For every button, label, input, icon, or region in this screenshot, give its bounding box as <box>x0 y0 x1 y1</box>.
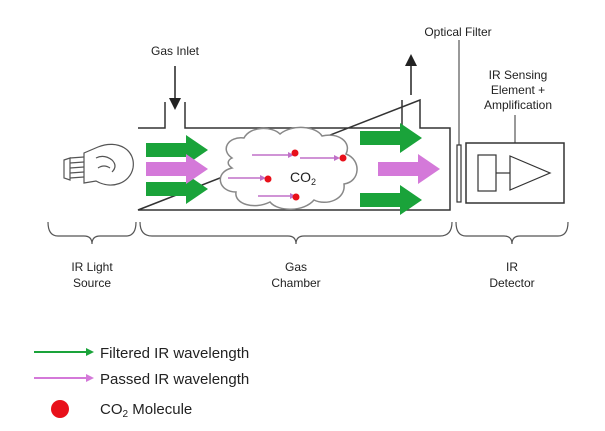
source-brace <box>47 221 137 245</box>
legend-passed-label: Passed IR wavelength <box>100 371 250 388</box>
chamber-label-1: Gas <box>285 260 307 274</box>
detector-brace <box>455 221 569 245</box>
filtered-ir-arrow <box>146 135 208 165</box>
optical-filter-label: Optical Filter <box>424 25 491 39</box>
legend-filtered-label: Filtered IR wavelength <box>100 345 250 362</box>
legend-passed-symbol <box>34 374 94 382</box>
legend-molecule-label: CO2 Molecule <box>100 401 193 420</box>
filtered-ir-arrows <box>146 123 422 215</box>
detector-label-1: IR <box>506 260 518 274</box>
legend-molecule-symbol <box>51 400 69 418</box>
co2-cloud-label: CO2 <box>290 169 316 187</box>
co2-molecules <box>264 149 347 201</box>
ir-sensing-label-1: IR Sensing <box>489 68 548 82</box>
amplifier-icon <box>509 155 552 191</box>
optical-filter <box>456 144 462 203</box>
ir-sensing-label-2: Element + <box>491 83 545 97</box>
co2-molecule <box>292 193 300 201</box>
passed-ir-arrow <box>378 154 440 184</box>
section-braces <box>47 221 569 245</box>
co2-molecule <box>264 175 272 183</box>
passed-ir-arrows <box>146 154 440 184</box>
filtered-ir-arrow <box>360 185 422 215</box>
molecule-interactions <box>228 152 340 199</box>
light-bulb-icon <box>63 143 134 186</box>
detector-label-2: Detector <box>489 276 534 290</box>
gas-cloud <box>219 126 358 210</box>
co2-molecule <box>291 149 299 157</box>
passed-ir-arrow <box>146 154 208 184</box>
source-label-2: Source <box>73 276 111 290</box>
chamber-label-2: Chamber <box>271 276 320 290</box>
filtered-ir-arrow <box>360 123 422 153</box>
filtered-ir-arrow <box>146 174 208 204</box>
legend-filtered-symbol <box>34 348 94 356</box>
sensing-element <box>477 154 497 192</box>
gas-inlet-label: Gas Inlet <box>151 44 200 58</box>
source-label-1: IR Light <box>71 260 113 274</box>
ir-sensing-label-3: Amplification <box>484 98 552 112</box>
co2-molecule <box>339 154 347 162</box>
chamber-brace <box>139 221 453 245</box>
